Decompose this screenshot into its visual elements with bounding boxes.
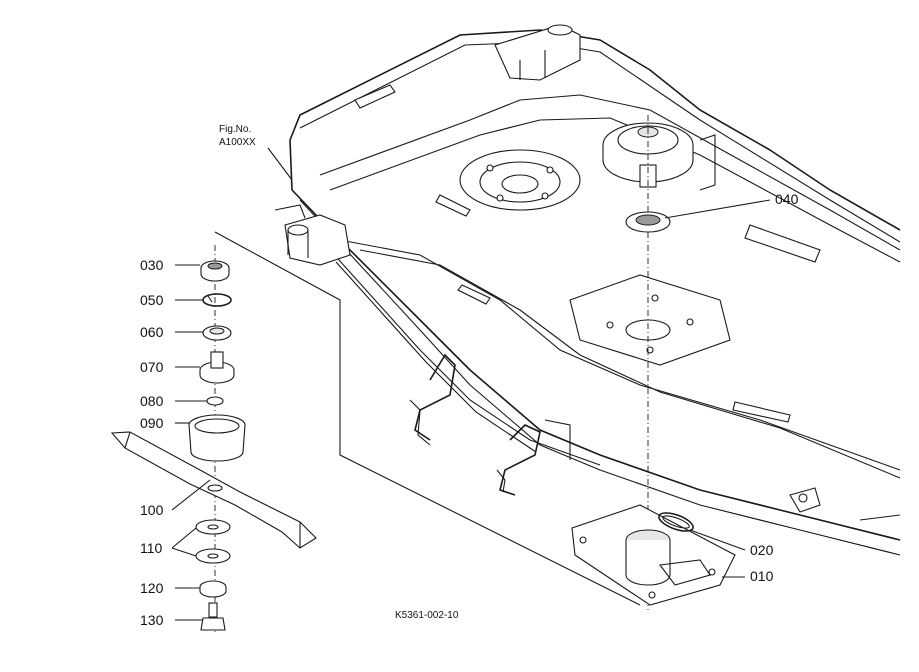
spindle-070	[199, 351, 235, 384]
callout-100: 100	[140, 502, 164, 518]
callout-090: 090	[140, 415, 164, 431]
washer-080	[206, 396, 224, 406]
callout-010: 010	[750, 568, 774, 584]
callout-060: 060	[140, 324, 164, 340]
callout-040: 040	[775, 191, 799, 207]
callout-030: 030	[140, 257, 164, 273]
callout-020: 020	[750, 542, 774, 558]
blade-100	[110, 431, 317, 549]
cup-090	[188, 414, 246, 462]
fig-no-value: A100XX	[219, 137, 256, 148]
collar-060	[202, 325, 232, 341]
leader-lines	[171, 147, 771, 621]
mower-deck-frame	[274, 24, 901, 556]
drawing-code: K5361-002-10	[395, 610, 459, 621]
callout-120: 120	[140, 580, 164, 596]
pulley-assembly	[602, 115, 694, 610]
spindle-housing-010	[571, 504, 736, 606]
bolt-130	[200, 602, 226, 631]
callout-130: 130	[140, 612, 164, 628]
o-ring-020	[658, 512, 694, 532]
callout-080: 080	[140, 393, 164, 409]
fig-no-label: Fig.No.	[219, 124, 252, 135]
washer-110-upper	[195, 519, 231, 535]
washer-120	[199, 580, 227, 598]
bearing-040	[625, 211, 671, 233]
callout-050: 050	[140, 292, 164, 308]
snap-ring-050	[202, 293, 232, 307]
callout-070: 070	[140, 359, 164, 375]
bearing-030	[200, 260, 230, 282]
callout-110: 110	[140, 540, 163, 556]
leader-stack-to-deck	[214, 231, 641, 606]
washer-110-lower	[195, 548, 231, 564]
